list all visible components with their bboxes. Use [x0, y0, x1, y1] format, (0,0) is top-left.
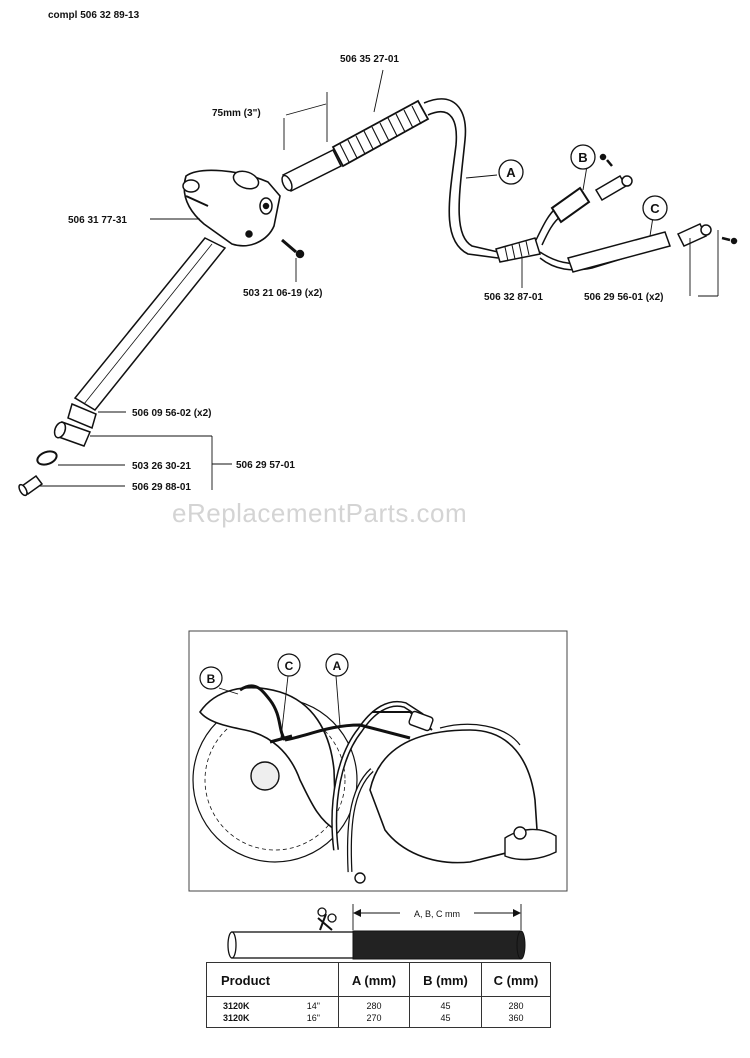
header-product: Product — [206, 962, 339, 997]
row-b: 45 — [409, 1012, 482, 1028]
callout-c: C — [650, 201, 660, 216]
power-cutter-illustration — [192, 684, 557, 884]
row-product: 3120K — [206, 996, 277, 1012]
callout-b: B — [578, 150, 587, 165]
illus-callout-a-circle — [325, 653, 349, 677]
callout-c-circle — [642, 195, 668, 221]
spec-table-header: Product A (mm) B (mm) C (mm) — [206, 962, 551, 997]
part-handle: 506 31 77-31 — [68, 215, 127, 226]
part-nozzle: 506 29 56-01 (x2) — [584, 292, 664, 303]
length-note: 75mm (3") — [212, 108, 261, 119]
illus-callout-c-circle — [277, 653, 301, 677]
machine-illustration-frame — [188, 630, 568, 892]
part-valve-kit: 506 29 57-01 — [236, 460, 295, 471]
illus-callout-b-circle — [199, 666, 223, 690]
header-c: C (mm) — [481, 962, 551, 997]
row-size: 14" — [276, 996, 339, 1012]
callout-a-circle — [498, 159, 524, 185]
part-clamp: 506 09 56-02 (x2) — [132, 408, 212, 419]
part-connector: 506 32 87-01 — [484, 292, 543, 303]
illus-callout-c: C — [285, 659, 294, 673]
header-a: A (mm) — [338, 962, 410, 997]
compl-part-number: compl 506 32 89-13 — [48, 10, 140, 21]
callout-b-circle — [570, 144, 596, 170]
row-c: 360 — [481, 1012, 551, 1028]
row-a: 280 — [338, 996, 410, 1012]
illus-callout-a: A — [333, 659, 342, 673]
hose-assembly-drawing — [18, 98, 738, 497]
part-screw: 503 21 06-19 (x2) — [243, 288, 323, 299]
table-row: 3120K 16" 270 45 360 — [206, 1012, 551, 1028]
watermark: eReplacementParts.com — [172, 498, 467, 528]
hose-dimension-sketch — [227, 904, 526, 960]
header-b: B (mm) — [409, 962, 482, 997]
row-size: 16" — [276, 1012, 339, 1028]
part-washer: 503 26 30-21 — [132, 461, 191, 472]
illus-callout-b: B — [207, 672, 216, 686]
part-plug: 506 29 88-01 — [132, 482, 191, 493]
part-hose-assembly: 506 35 27-01 — [340, 54, 399, 65]
row-b: 45 — [409, 996, 482, 1012]
row-c: 280 — [481, 996, 551, 1012]
row-product: 3120K — [206, 1012, 277, 1028]
callout-a: A — [506, 165, 516, 180]
row-a: 270 — [338, 1012, 410, 1028]
illustration-leaders — [218, 675, 341, 739]
hose-dimension-label: A, B, C mm — [414, 909, 460, 919]
table-row: 3120K 14" 280 45 280 — [206, 996, 551, 1012]
spec-table: Product A (mm) B (mm) C (mm) 3120K 14" 2… — [206, 962, 551, 1028]
leader-lines — [40, 69, 719, 490]
